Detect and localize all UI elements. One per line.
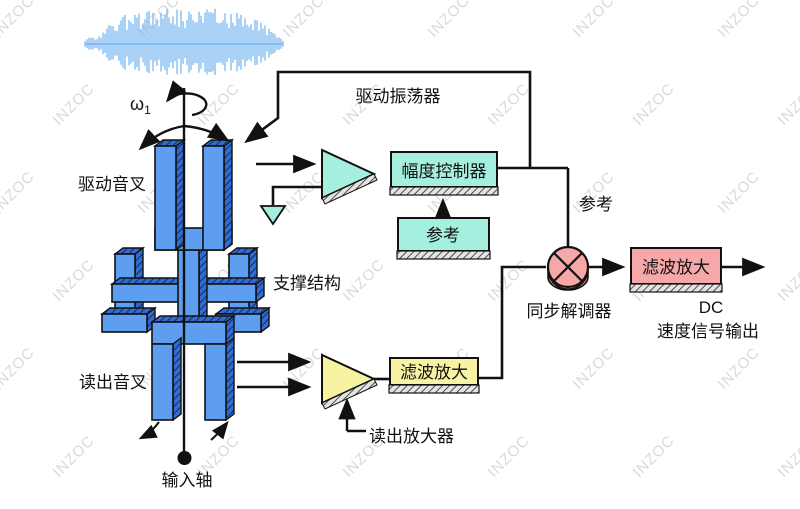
controller-output-line — [497, 166, 570, 246]
pickoff-line — [271, 185, 321, 205]
drive-fork-label: 驱动音叉 — [78, 175, 146, 194]
fork-stem — [177, 249, 200, 325]
fork-stem-side-hatch — [199, 244, 207, 324]
drive-oscillator-loop-line — [244, 70, 532, 168]
drive-amp-shadow-hatch — [322, 174, 377, 204]
filter-amp-drive-shadow-hatch — [630, 284, 722, 292]
tuning-fork-structure — [99, 138, 272, 422]
reference-box-shadow-hatch — [397, 251, 490, 259]
torsion-arrow-right — [210, 420, 229, 441]
support-left-foot-top-hatch — [102, 308, 155, 314]
pickoff-probe-triangle — [259, 205, 287, 226]
readout-fork-left-tine-side-hatch — [173, 338, 181, 420]
sync-demodulator-label: 同步解调器 — [527, 302, 612, 321]
amplitude-controller-box — [390, 151, 498, 188]
readout-fork-label: 读出音叉 — [79, 373, 147, 392]
drive-fork-left-tine — [154, 145, 177, 251]
readout-amplifier-label: 读出放大器 — [369, 427, 454, 446]
readout-fork-base — [151, 321, 227, 345]
amplitude-controller-shadow-hatch — [390, 187, 498, 195]
velocity-output-label: 速度信号输出 — [657, 322, 759, 341]
drive-fork-left-tine-side-hatch — [176, 140, 184, 250]
support-right-post-top-hatch — [229, 248, 257, 254]
filter-to-demod-line — [478, 265, 546, 380]
drive-fork-right-tine — [202, 145, 225, 251]
support-structure-label: 支撑结构 — [273, 274, 341, 293]
filter-amp-drive-label: 滤波放大 — [642, 258, 710, 277]
filter-amp-readout-label: 滤波放大 — [400, 363, 468, 382]
support-left-foot — [101, 313, 148, 333]
drive-fork-left-tine-top-hatch — [155, 140, 184, 146]
readout-fork-right-tine — [204, 343, 227, 421]
drive-oscillator-label: 驱动振荡器 — [356, 87, 441, 106]
support-right-foot-top-hatch — [216, 308, 269, 314]
rotation-arrow — [165, 80, 208, 117]
drive-fork-right-tine-side-hatch — [224, 140, 232, 250]
reference-tap-label: 参考 — [579, 195, 613, 214]
vibration-arrow-right — [183, 122, 230, 142]
amplitude-controller-label: 幅度控制器 — [402, 162, 487, 181]
torsion-arrow-left — [138, 421, 160, 440]
readout-fork-left-tine — [151, 343, 174, 421]
waveform-bars — [84, 8, 284, 75]
support-crossbar-side-hatch — [256, 278, 264, 302]
omega-label: ω1 — [130, 94, 151, 117]
input-axis-ball — [177, 451, 192, 465]
vibration-arrow-left — [138, 124, 185, 151]
support-right-foot-side-hatch — [261, 308, 269, 332]
dc-label: DC — [699, 298, 724, 317]
readout-fork-base-top-hatch — [152, 316, 234, 322]
filter-amp-readout-shadow-hatch — [389, 385, 479, 393]
readout-fork-base-side-hatch — [226, 316, 234, 344]
readout-amp-shadow-hatch — [322, 379, 377, 409]
sound-waveform — [84, 8, 284, 75]
readout-fork-right-tine-side-hatch — [226, 338, 234, 420]
reference-box — [397, 217, 490, 252]
reference-box-label: 参考 — [426, 226, 460, 245]
input-axis-label: 输入轴 — [162, 471, 213, 490]
demodulator-x-mark — [553, 252, 583, 282]
support-left-post-top-hatch — [115, 248, 143, 254]
